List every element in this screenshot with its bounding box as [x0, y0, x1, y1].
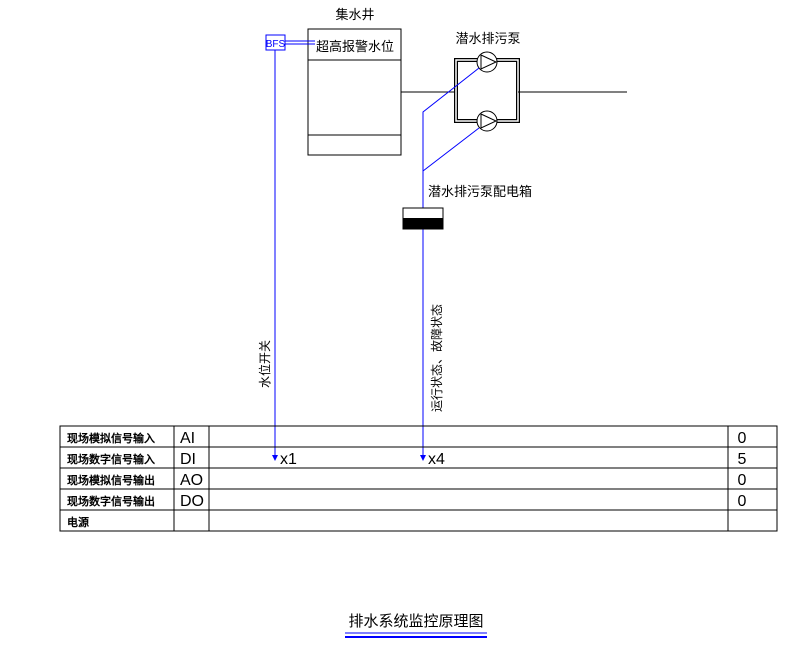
table-row: 现场数字信号输出 DO 0: [67, 493, 747, 510]
point-x1: x1: [280, 451, 297, 468]
table-row: 电源: [67, 515, 89, 529]
row-code: DO: [180, 493, 204, 510]
diagram-title: 排水系统监控原理图: [348, 612, 483, 630]
row-name: 现场模拟信号输出: [67, 473, 155, 487]
io-table: [59, 425, 778, 532]
row-name: 电源: [67, 515, 89, 529]
pump-icon: [476, 51, 498, 73]
row-count: 0: [738, 472, 747, 489]
row-name: 现场数字信号输入: [67, 452, 155, 466]
pump-signal-lines: [420, 67, 480, 461]
table-row: 现场模拟信号输出 AO 0: [67, 472, 747, 489]
bfs-level-switch: BFS: [265, 34, 315, 461]
title-underline: [345, 632, 487, 638]
arrow-down-icon: [420, 455, 426, 461]
panel-label: 潜水排污泵配电箱: [428, 184, 532, 200]
level-switch-label: 水位开关: [257, 340, 272, 388]
table-row: 现场数字信号输入 DI x1 x4 5: [67, 451, 747, 468]
table-row: 现场模拟信号输入 AI 0: [67, 430, 747, 447]
point-x4: x4: [428, 451, 445, 468]
row-code: AI: [180, 430, 195, 447]
sump-label: 集水井: [335, 7, 374, 23]
pump-label: 潜水排污泵: [455, 32, 520, 47]
pump-assembly: [401, 51, 627, 132]
pump-icon: [476, 110, 498, 132]
row-name: 现场数字信号输出: [67, 494, 155, 508]
row-count: 0: [738, 493, 747, 510]
row-code: DI: [180, 451, 196, 468]
row-name: 现场模拟信号输入: [67, 431, 155, 445]
row-code: AO: [180, 472, 203, 489]
bfs-label: BFS: [266, 39, 286, 50]
row-count: 5: [738, 451, 747, 468]
row-count: 0: [738, 430, 747, 447]
distribution-panel-icon: [402, 207, 444, 230]
arrow-down-icon: [272, 455, 278, 461]
status-label: 运行状态、故障状态: [429, 304, 444, 412]
high-alarm-level-label: 超高报警水位: [316, 39, 394, 55]
